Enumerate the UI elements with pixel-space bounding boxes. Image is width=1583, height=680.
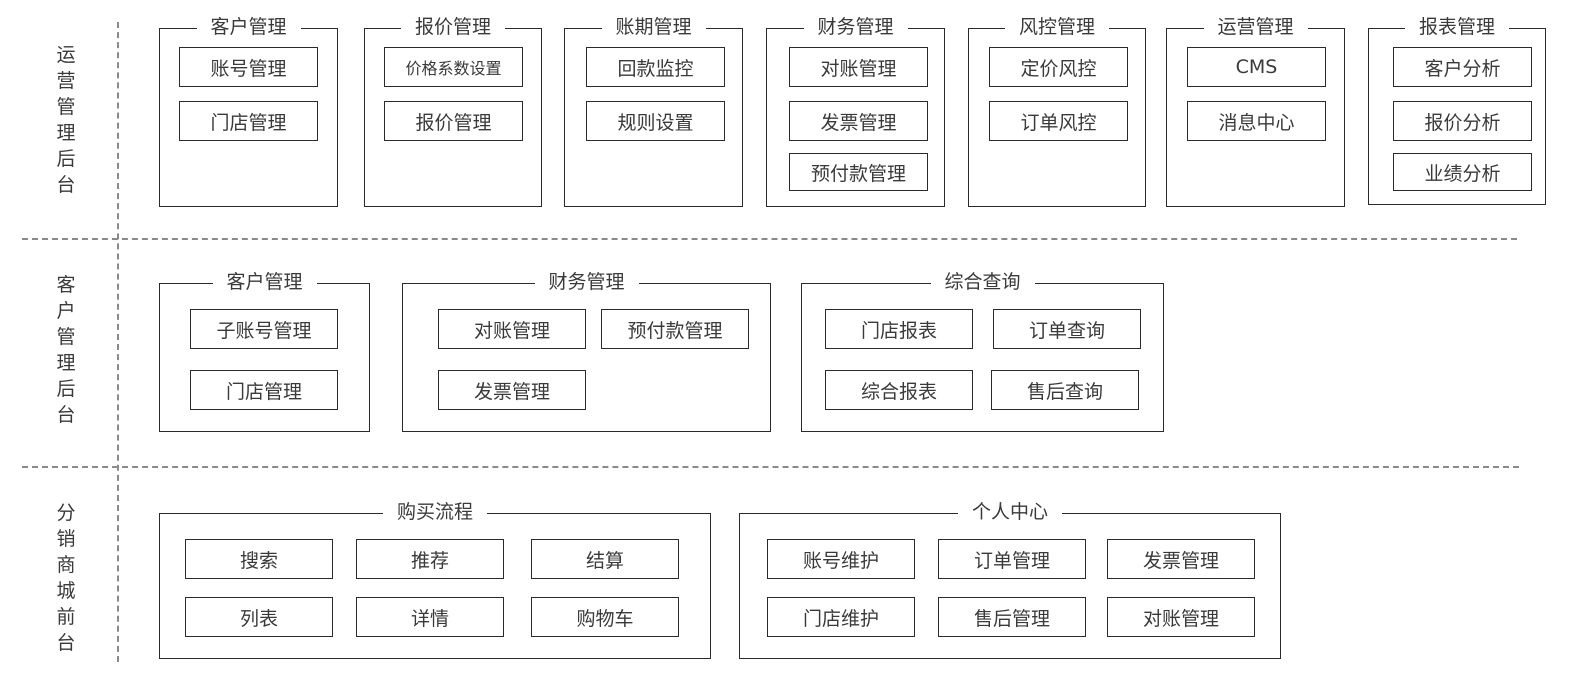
module-box[interactable]: 综合报表 xyxy=(825,370,973,410)
module-box[interactable]: 推荐 xyxy=(356,539,504,579)
module-box[interactable]: 回款监控 xyxy=(586,47,725,87)
module-box[interactable]: 发票管理 xyxy=(438,370,586,410)
group-title: 报表管理 xyxy=(1404,14,1510,40)
group-ops-quote-mgmt: 报价管理 价格系数设置 报价管理 xyxy=(364,14,542,207)
row-label-char: 城 xyxy=(56,580,76,602)
row-label-char: 运 xyxy=(56,44,76,66)
row-label-mall-frontend: 分 销 商 城 前 台 xyxy=(50,500,82,656)
group-mall-purchase-flow: 购买流程 搜索 推荐 结算 列表 详情 购物车 xyxy=(159,499,711,659)
module-box[interactable]: 客户分析 xyxy=(1393,47,1532,87)
group-ops-credit-term-mgmt: 账期管理 回款监控 规则设置 xyxy=(564,14,743,207)
group-mall-personal-center: 个人中心 账号维护 订单管理 发票管理 门店维护 售后管理 对账管理 xyxy=(739,499,1281,659)
module-box[interactable]: 对账管理 xyxy=(438,309,586,349)
group-cust-query: 综合查询 门店报表 订单查询 综合报表 售后查询 xyxy=(801,269,1164,432)
row-divider-1 xyxy=(22,238,1517,240)
row-label-char: 后 xyxy=(56,378,76,400)
module-box[interactable]: 定价风控 xyxy=(989,47,1128,87)
module-box[interactable]: 结算 xyxy=(531,539,679,579)
row-label-char: 前 xyxy=(56,606,76,628)
module-box[interactable]: 发票管理 xyxy=(789,101,928,141)
group-ops-report-mgmt: 报表管理 客户分析 报价分析 业绩分析 xyxy=(1368,14,1546,205)
module-box[interactable]: 售后查询 xyxy=(991,370,1139,410)
row-label-char: 管 xyxy=(56,326,76,348)
group-ops-customer-mgmt: 客户管理 账号管理 门店管理 xyxy=(159,14,338,207)
row-label-char: 商 xyxy=(56,554,76,576)
module-box[interactable]: 对账管理 xyxy=(789,47,928,87)
row-label-customer-backend: 客 户 管 理 后 台 xyxy=(50,272,82,428)
module-box[interactable]: 价格系数设置 xyxy=(384,47,523,87)
row-label-char: 理 xyxy=(56,122,76,144)
module-box[interactable]: 子账号管理 xyxy=(190,309,338,349)
module-box[interactable]: 搜索 xyxy=(185,539,333,579)
module-box[interactable]: 消息中心 xyxy=(1187,101,1326,141)
group-ops-operation-mgmt: 运营管理 CMS 消息中心 xyxy=(1166,14,1345,207)
row-label-char: 营 xyxy=(56,70,76,92)
module-box[interactable]: 购物车 xyxy=(531,597,679,637)
row-label-ops-backend: 运 营 管 理 后 台 xyxy=(50,42,82,198)
module-box[interactable]: 规则设置 xyxy=(586,101,725,141)
module-box[interactable]: 发票管理 xyxy=(1107,539,1255,579)
module-box[interactable]: 报价分析 xyxy=(1393,101,1532,141)
group-title: 综合查询 xyxy=(930,269,1035,295)
group-cust-finance-mgmt: 财务管理 对账管理 预付款管理 发票管理 xyxy=(402,269,771,432)
module-box[interactable]: 预付款管理 xyxy=(601,309,749,349)
module-box[interactable]: 对账管理 xyxy=(1107,597,1255,637)
module-box[interactable]: 业绩分析 xyxy=(1393,153,1532,191)
row-label-char: 销 xyxy=(56,528,76,550)
module-box[interactable]: 订单管理 xyxy=(938,539,1086,579)
group-ops-risk-mgmt: 风控管理 定价风控 订单风控 xyxy=(968,14,1146,207)
module-box[interactable]: 详情 xyxy=(356,597,504,637)
group-title: 个人中心 xyxy=(957,499,1063,525)
row-label-char: 台 xyxy=(56,632,76,654)
module-box[interactable]: 售后管理 xyxy=(938,597,1086,637)
row-label-char: 管 xyxy=(56,96,76,118)
module-box[interactable]: CMS xyxy=(1187,47,1326,87)
group-cust-customer-mgmt: 客户管理 子账号管理 门店管理 xyxy=(159,269,370,432)
group-title: 客户管理 xyxy=(196,14,301,40)
module-box[interactable]: 门店管理 xyxy=(179,101,318,141)
group-title: 客户管理 xyxy=(212,269,317,295)
module-box[interactable]: 账号维护 xyxy=(767,539,915,579)
group-ops-finance-mgmt: 财务管理 对账管理 发票管理 预付款管理 xyxy=(766,14,945,207)
vertical-divider xyxy=(117,22,119,662)
module-box[interactable]: 列表 xyxy=(185,597,333,637)
module-box[interactable]: 门店报表 xyxy=(825,309,973,349)
group-title: 报价管理 xyxy=(400,14,506,40)
module-box[interactable]: 门店维护 xyxy=(767,597,915,637)
module-box[interactable]: 订单查询 xyxy=(993,309,1141,349)
module-box[interactable]: 账号管理 xyxy=(179,47,318,87)
module-box[interactable]: 报价管理 xyxy=(384,101,523,141)
module-box[interactable]: 预付款管理 xyxy=(789,153,928,191)
row-label-char: 台 xyxy=(56,174,76,196)
row-divider-2 xyxy=(22,466,1519,468)
row-label-char: 后 xyxy=(56,148,76,170)
module-box[interactable]: 订单风控 xyxy=(989,101,1128,141)
row-label-char: 户 xyxy=(56,300,76,322)
row-label-char: 分 xyxy=(56,502,76,524)
group-title: 财务管理 xyxy=(803,14,908,40)
module-box[interactable]: 门店管理 xyxy=(190,370,338,410)
group-title: 财务管理 xyxy=(534,269,639,295)
group-title: 风控管理 xyxy=(1004,14,1110,40)
group-title: 运营管理 xyxy=(1203,14,1308,40)
row-label-char: 客 xyxy=(56,274,76,296)
group-title: 购买流程 xyxy=(382,499,488,525)
row-label-char: 台 xyxy=(56,404,76,426)
group-title: 账期管理 xyxy=(601,14,706,40)
row-label-char: 理 xyxy=(56,352,76,374)
